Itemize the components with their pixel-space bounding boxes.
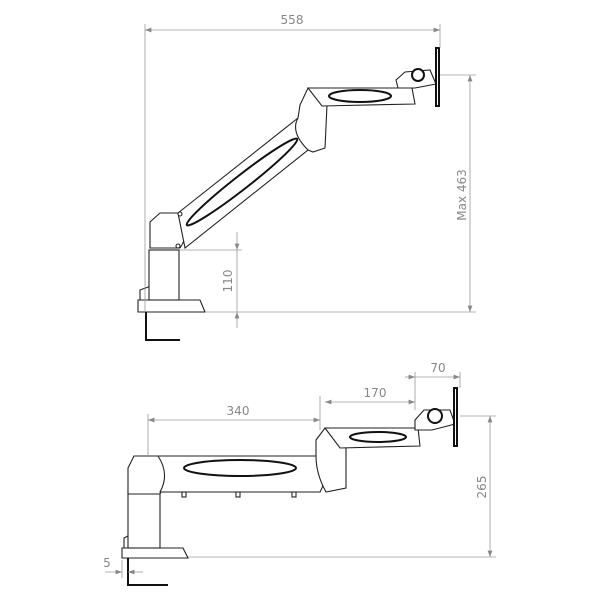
- dim-height-label: 265: [475, 476, 489, 499]
- dim-width-label: 558: [281, 13, 304, 27]
- dim-offset-label: 5: [103, 556, 111, 570]
- base-foot: [121, 547, 189, 559]
- bottom-arm-flat: [121, 387, 458, 586]
- bottom-dimensions: 340 170 70 265 5: [103, 361, 496, 578]
- vesa-plate: [435, 47, 440, 107]
- dim-lower-arm-label: 340: [227, 404, 250, 418]
- pivot-knob: [427, 408, 443, 424]
- dim-base-height-label: 110: [221, 270, 235, 293]
- vesa-plate: [453, 387, 458, 447]
- desk-clamp: [127, 558, 168, 586]
- lower-arm-slot: [183, 459, 297, 477]
- dim-max-height-label: Max 463: [455, 169, 469, 221]
- upper-arm-slot: [328, 89, 392, 103]
- dim-head-label: 70: [430, 361, 445, 375]
- top-arm-extended: [137, 47, 440, 341]
- desk-clamp: [145, 312, 180, 341]
- lower-arm-slot: [185, 137, 299, 227]
- base-column: [127, 491, 161, 549]
- top-dimensions: 558 Max 463 110: [144, 13, 476, 328]
- base-foot: [137, 299, 206, 313]
- base-column: [148, 249, 180, 301]
- upper-arm-slot: [349, 431, 407, 443]
- lower-joint: [127, 455, 167, 495]
- dim-upper-arm-label: 170: [364, 386, 387, 400]
- pivot-knob: [411, 68, 425, 82]
